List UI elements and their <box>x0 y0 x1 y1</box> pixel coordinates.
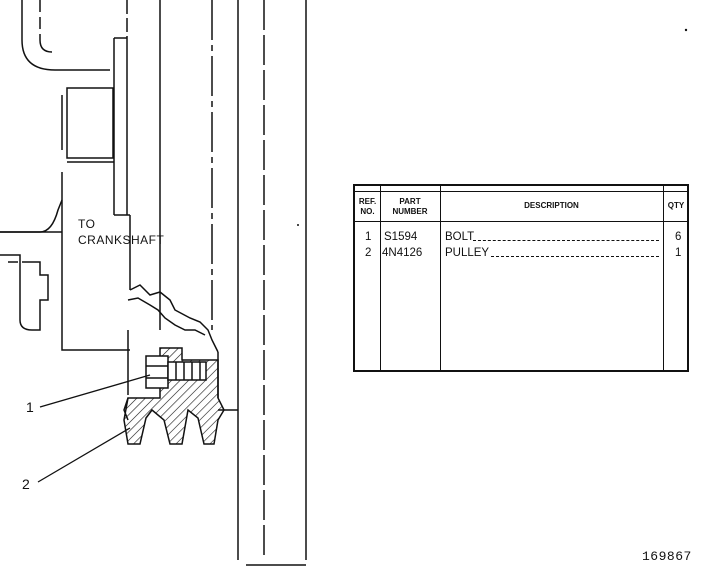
callout-1: 1 <box>26 399 34 415</box>
housing-arc <box>39 39 53 53</box>
header-part-number: PART NUMBER <box>380 197 440 217</box>
row-1-leader-dashes <box>473 240 659 241</box>
table-column-divider <box>663 186 664 370</box>
engine-left-bracket <box>0 199 63 233</box>
header-ref-no: REF. NO. <box>355 197 380 217</box>
table-column-divider <box>380 186 381 370</box>
header-qty: QTY <box>667 201 685 210</box>
cap-block <box>66 87 114 159</box>
leader-line-1 <box>39 374 151 408</box>
callout-2: 2 <box>22 476 30 492</box>
parts-table: REF. NO. PART NUMBER DESCRIPTION QTY 1 S… <box>353 184 689 372</box>
row-1-description: BOLT <box>445 231 475 243</box>
housing-outline <box>21 0 110 71</box>
row-1-ref: 1 <box>365 231 372 243</box>
row-2-ref: 2 <box>365 247 372 259</box>
bolt <box>145 355 207 389</box>
row-2-qty: 1 <box>675 247 682 259</box>
crankshaft-label: CRANKSHAFT <box>78 233 165 247</box>
header-ref-line1: REF. <box>358 197 377 206</box>
engine-vertical-line <box>61 172 130 351</box>
table-header-rule <box>355 221 687 222</box>
belt-edge <box>129 284 219 353</box>
row-1-qty: 6 <box>675 231 682 243</box>
header-ref-line2: NO. <box>360 207 375 216</box>
row-1-part-number: S1594 <box>384 231 418 243</box>
to-label: TO <box>78 217 96 231</box>
figure-number: 169867 <box>642 549 692 564</box>
row-2-description: PULLEY <box>445 247 490 259</box>
table-top-rule <box>355 191 687 192</box>
engine-lower-left <box>0 254 49 331</box>
header-description: DESCRIPTION <box>524 201 579 210</box>
leader-line-2 <box>37 427 131 483</box>
row-2-part-number: 4N4126 <box>382 247 423 259</box>
row-2-leader-dashes <box>491 256 659 257</box>
header-part-line1: PART <box>399 197 421 206</box>
table-column-divider <box>440 186 441 370</box>
header-part-line2: NUMBER <box>392 207 428 216</box>
